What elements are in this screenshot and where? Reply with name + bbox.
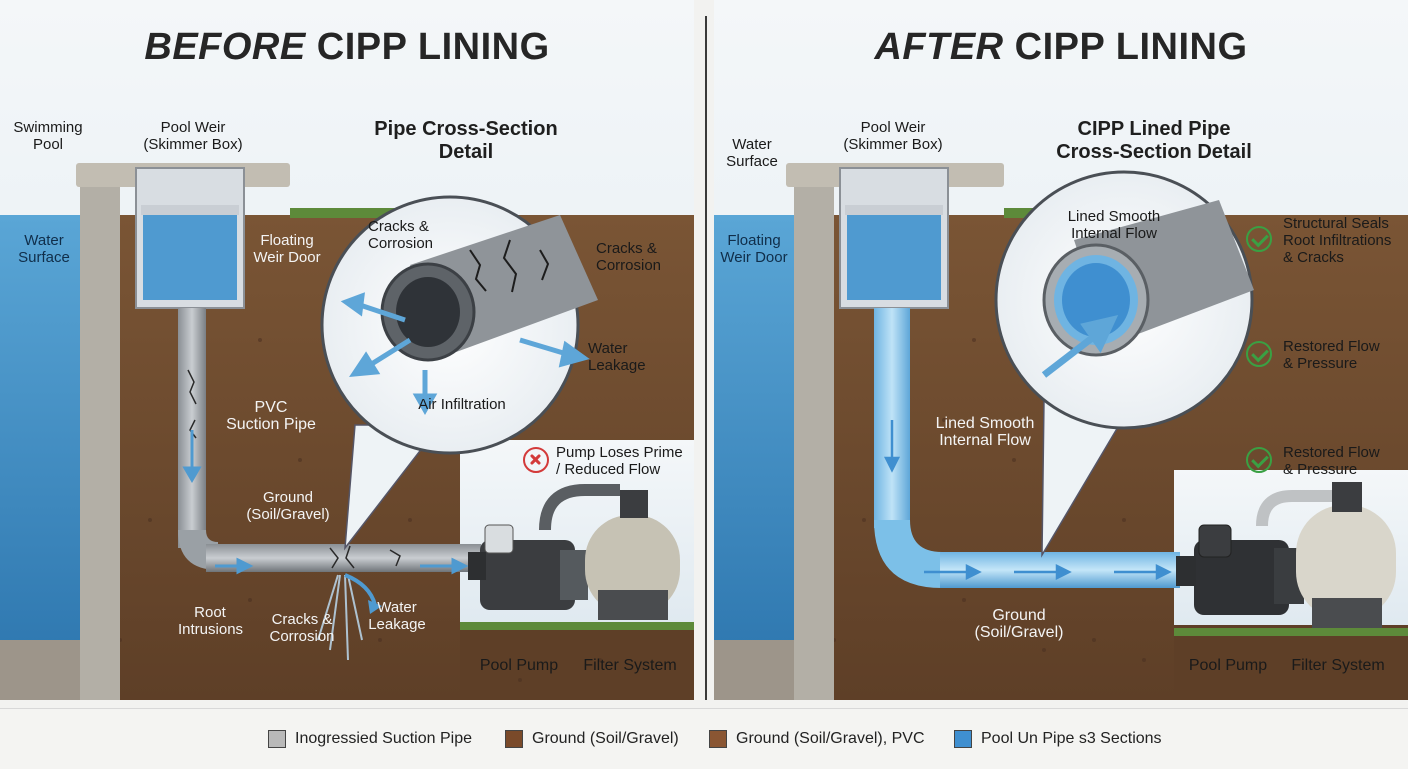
detail-flow-label: Lined Smooth Internal Flow (1067, 208, 1161, 242)
legend-label: Pool Un Pipe s3 Sections (981, 730, 1162, 747)
filter-system-label: Filter System (1291, 657, 1385, 674)
filter-system (1256, 482, 1396, 628)
filter-system (539, 484, 680, 620)
leak-arrows (340, 292, 590, 416)
status-label: Pump Loses Prime / Reduced Flow (556, 444, 683, 478)
after-illustration (714, 0, 1408, 700)
ground-label: Ground (Soil/Gravel) (974, 607, 1064, 641)
pool-weir-label: Pool Weir (Skimmer Box) (843, 119, 943, 153)
legend-item-pool-pipe: Pool Un Pipe s3 Sections (954, 729, 1162, 749)
water-leak-spray (317, 574, 363, 661)
detail-title: Pipe Cross-Section Detail (374, 118, 558, 163)
flow-arrows (883, 420, 1172, 581)
after-title: AFTER CIPP LINING (874, 26, 1248, 68)
fail-icon (523, 447, 549, 473)
water-surface-label: Water Surface (18, 232, 70, 266)
swimming-pool-label: Swimming Pool (13, 119, 83, 153)
pipe-cracks (187, 369, 401, 569)
pool-weir-label: Pool Weir (Skimmer Box) (143, 119, 243, 153)
lined-pipe (874, 308, 910, 528)
floating-weir-door-label: Floating Weir Door (253, 232, 321, 266)
pipe-flow-label: Lined Smooth Internal Flow (935, 415, 1035, 449)
root-intrusions-label: Root Intrusions (178, 604, 244, 638)
check-icon (1246, 226, 1272, 252)
flow-arrow-detail (1041, 314, 1119, 378)
pool-wall (80, 180, 120, 700)
benefit-label-3: Restored Flow & Pressure (1283, 444, 1380, 478)
detail-leak-label: Water Leakage (588, 340, 646, 374)
check-icon (1246, 341, 1272, 367)
legend-swatch (268, 730, 286, 748)
before-illustration (0, 0, 694, 700)
detail-cracks-label-2: Cracks & Corrosion (596, 240, 662, 274)
before-title: BEFORE CIPP LINING (144, 26, 550, 68)
legend-item-suction-pipe: Inogressied Suction Pipe (268, 729, 472, 749)
pool-pump-label: Pool Pump (479, 657, 559, 674)
legend-item-ground-pvc: Ground (Soil/Gravel), PVC (709, 729, 925, 749)
detail-cracks-label-1: Cracks & Corrosion (368, 218, 434, 252)
legend: Inogressied Suction Pipe Ground (Soil/Gr… (0, 708, 1408, 769)
water-leakage-label: Water Leakage (368, 599, 426, 633)
filter-system-label: Filter System (583, 657, 677, 674)
floating-weir-door-label: Floating Weir Door (720, 232, 788, 266)
legend-item-ground: Ground (Soil/Gravel) (505, 729, 679, 749)
legend-label: Ground (Soil/Gravel), PVC (736, 730, 925, 747)
pool-water (714, 215, 796, 655)
legend-swatch (954, 730, 972, 748)
legend-swatch (709, 730, 727, 748)
benefit-label-2: Restored Flow & Pressure (1283, 338, 1380, 372)
before-panel: BEFORE CIPP LINING Swimming Pool Water S… (0, 0, 694, 700)
benefit-label-1: Structural Seals Root Infiltrations & Cr… (1283, 215, 1392, 266)
ground-label: Ground (Soil/Gravel) (246, 489, 330, 523)
pool-wall (794, 180, 834, 700)
after-panel: AFTER CIPP LINING Water Surface Floating… (714, 0, 1408, 700)
pvc-suction-pipe-label: PVC Suction Pipe (226, 399, 316, 433)
legend-label: Ground (Soil/Gravel) (532, 730, 679, 747)
panel-divider (705, 16, 707, 700)
legend-swatch (505, 730, 523, 748)
cracks-corrosion-label: Cracks & Corrosion (269, 611, 335, 645)
cracked-pipe-section (380, 215, 598, 362)
pool-pump-label: Pool Pump (1188, 657, 1268, 674)
water-surface-label: Water Surface (726, 136, 778, 170)
legend-label: Inogressied Suction Pipe (295, 730, 472, 747)
detail-title: CIPP Lined Pipe Cross-Section Detail (1056, 118, 1252, 163)
check-icon (1246, 447, 1272, 473)
flow-arrows (182, 430, 469, 575)
detail-air-label: Air Infiltration (418, 396, 506, 413)
pool-pump (468, 524, 588, 610)
pvc-suction-pipe (178, 308, 206, 548)
pool-water (0, 215, 82, 655)
